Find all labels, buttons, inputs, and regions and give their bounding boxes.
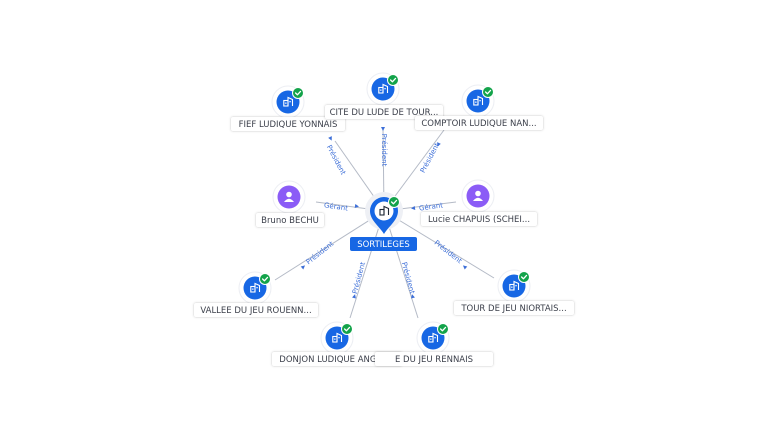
edge-arrow-icon [411, 206, 416, 210]
label-box [256, 213, 324, 227]
building-icon [378, 83, 389, 94]
label-box [454, 301, 574, 315]
relation-label: Président [419, 141, 442, 174]
node-comptoir[interactable]: COMPTOIR LUDIQUE NAN... [415, 84, 543, 130]
relation-label: Gérant [324, 201, 349, 212]
verified-check-icon [292, 87, 304, 99]
edge-arrow-icon [300, 265, 306, 270]
node-label-donjon[interactable]: DONJON LUDIQUE ANGEV... [272, 352, 402, 366]
relation-label: Président [380, 134, 388, 167]
verified-check-icon [387, 74, 399, 86]
building-icon [473, 95, 484, 106]
node-label-text: E DU JEU RENNAIS [395, 355, 473, 365]
label-box [325, 105, 443, 119]
label-box [421, 212, 537, 226]
label-box [375, 352, 493, 366]
node-label-text: TOUR DE JEU NIORTAIS... [460, 304, 566, 314]
center-node[interactable]: SORTILEGES [350, 192, 417, 251]
building-icon [283, 96, 294, 107]
node-label-bruno[interactable]: Bruno BECHU [256, 213, 324, 227]
edge-arrow-icon [354, 204, 359, 208]
edge-arrow-icon [328, 136, 332, 141]
node-tour[interactable]: TOUR DE JEU NIORTAIS... [454, 269, 574, 315]
node-label-lucie[interactable]: Lucie CHAPUIS (SCHEI... [421, 212, 537, 226]
verified-check-icon [518, 271, 530, 283]
node-label-text: FIEF LUDIQUE YONNAIS [239, 120, 338, 130]
relation-label: Président [433, 239, 464, 266]
node-label-tour[interactable]: TOUR DE JEU NIORTAIS... [454, 301, 574, 315]
node-cite[interactable]: CITE DU LUDE DE TOUR... [325, 72, 443, 119]
node-lucie[interactable]: Lucie CHAPUIS (SCHEI... [421, 179, 537, 226]
node-label-rennais[interactable]: E DU JEU RENNAIS [375, 352, 493, 366]
label-box [272, 352, 402, 366]
building-icon [250, 282, 261, 293]
person-icon [473, 190, 483, 201]
building-icon [379, 205, 390, 216]
node-vallee[interactable]: VALLEE DU JEU ROUENN... [194, 271, 318, 317]
edge-arrow-icon [352, 294, 356, 299]
center-label-box [350, 237, 417, 251]
node-bruno[interactable]: Bruno BECHU [256, 180, 324, 227]
edge-arrow-icon [381, 127, 385, 131]
node-label-text: DONJON LUDIQUE ANGEV... [279, 355, 394, 365]
verified-check-icon [482, 86, 494, 98]
relation-label: Président [305, 240, 336, 267]
verified-check-icon [341, 323, 353, 335]
node-label-text: VALLEE DU JEU ROUENN... [200, 306, 311, 316]
person-icon [284, 191, 294, 202]
center-label[interactable]: SORTILEGES [350, 237, 417, 251]
verified-check-icon [437, 323, 449, 335]
building-icon [428, 332, 439, 343]
relation-label: Président [325, 144, 348, 177]
node-donjon[interactable]: DONJON LUDIQUE ANGEV... [272, 321, 402, 366]
relation-label: Président [351, 261, 367, 295]
edge-arrow-icon [462, 265, 468, 270]
label-box [194, 303, 318, 317]
label-box [231, 117, 345, 131]
node-label-cite[interactable]: CITE DU LUDE DE TOUR... [325, 105, 443, 119]
node-label-text: COMPTOIR LUDIQUE NAN... [421, 119, 536, 129]
node-label-text: Bruno BECHU [261, 216, 319, 226]
node-label-fief[interactable]: FIEF LUDIQUE YONNAIS [231, 117, 345, 131]
node-label-comptoir[interactable]: COMPTOIR LUDIQUE NAN... [415, 116, 543, 130]
node-label-vallee[interactable]: VALLEE DU JEU ROUENN... [194, 303, 318, 317]
center-label-text: SORTILEGES [357, 240, 410, 250]
node-rennais[interactable]: E DU JEU RENNAIS [375, 321, 493, 366]
relation-label: Gérant [419, 201, 444, 212]
building-icon [332, 332, 343, 343]
building-icon [509, 280, 520, 291]
edge-arrow-icon [437, 142, 441, 147]
node-label-text: Lucie CHAPUIS (SCHEI... [428, 215, 530, 225]
label-box [415, 116, 543, 130]
verified-check-icon [259, 273, 271, 285]
edge-arrow-icon [411, 294, 415, 299]
verified-check-icon [388, 196, 400, 208]
node-label-text: CITE DU LUDE DE TOUR... [330, 108, 439, 118]
relation-label: Président [400, 261, 416, 295]
node-fief[interactable]: FIEF LUDIQUE YONNAIS [231, 85, 345, 131]
